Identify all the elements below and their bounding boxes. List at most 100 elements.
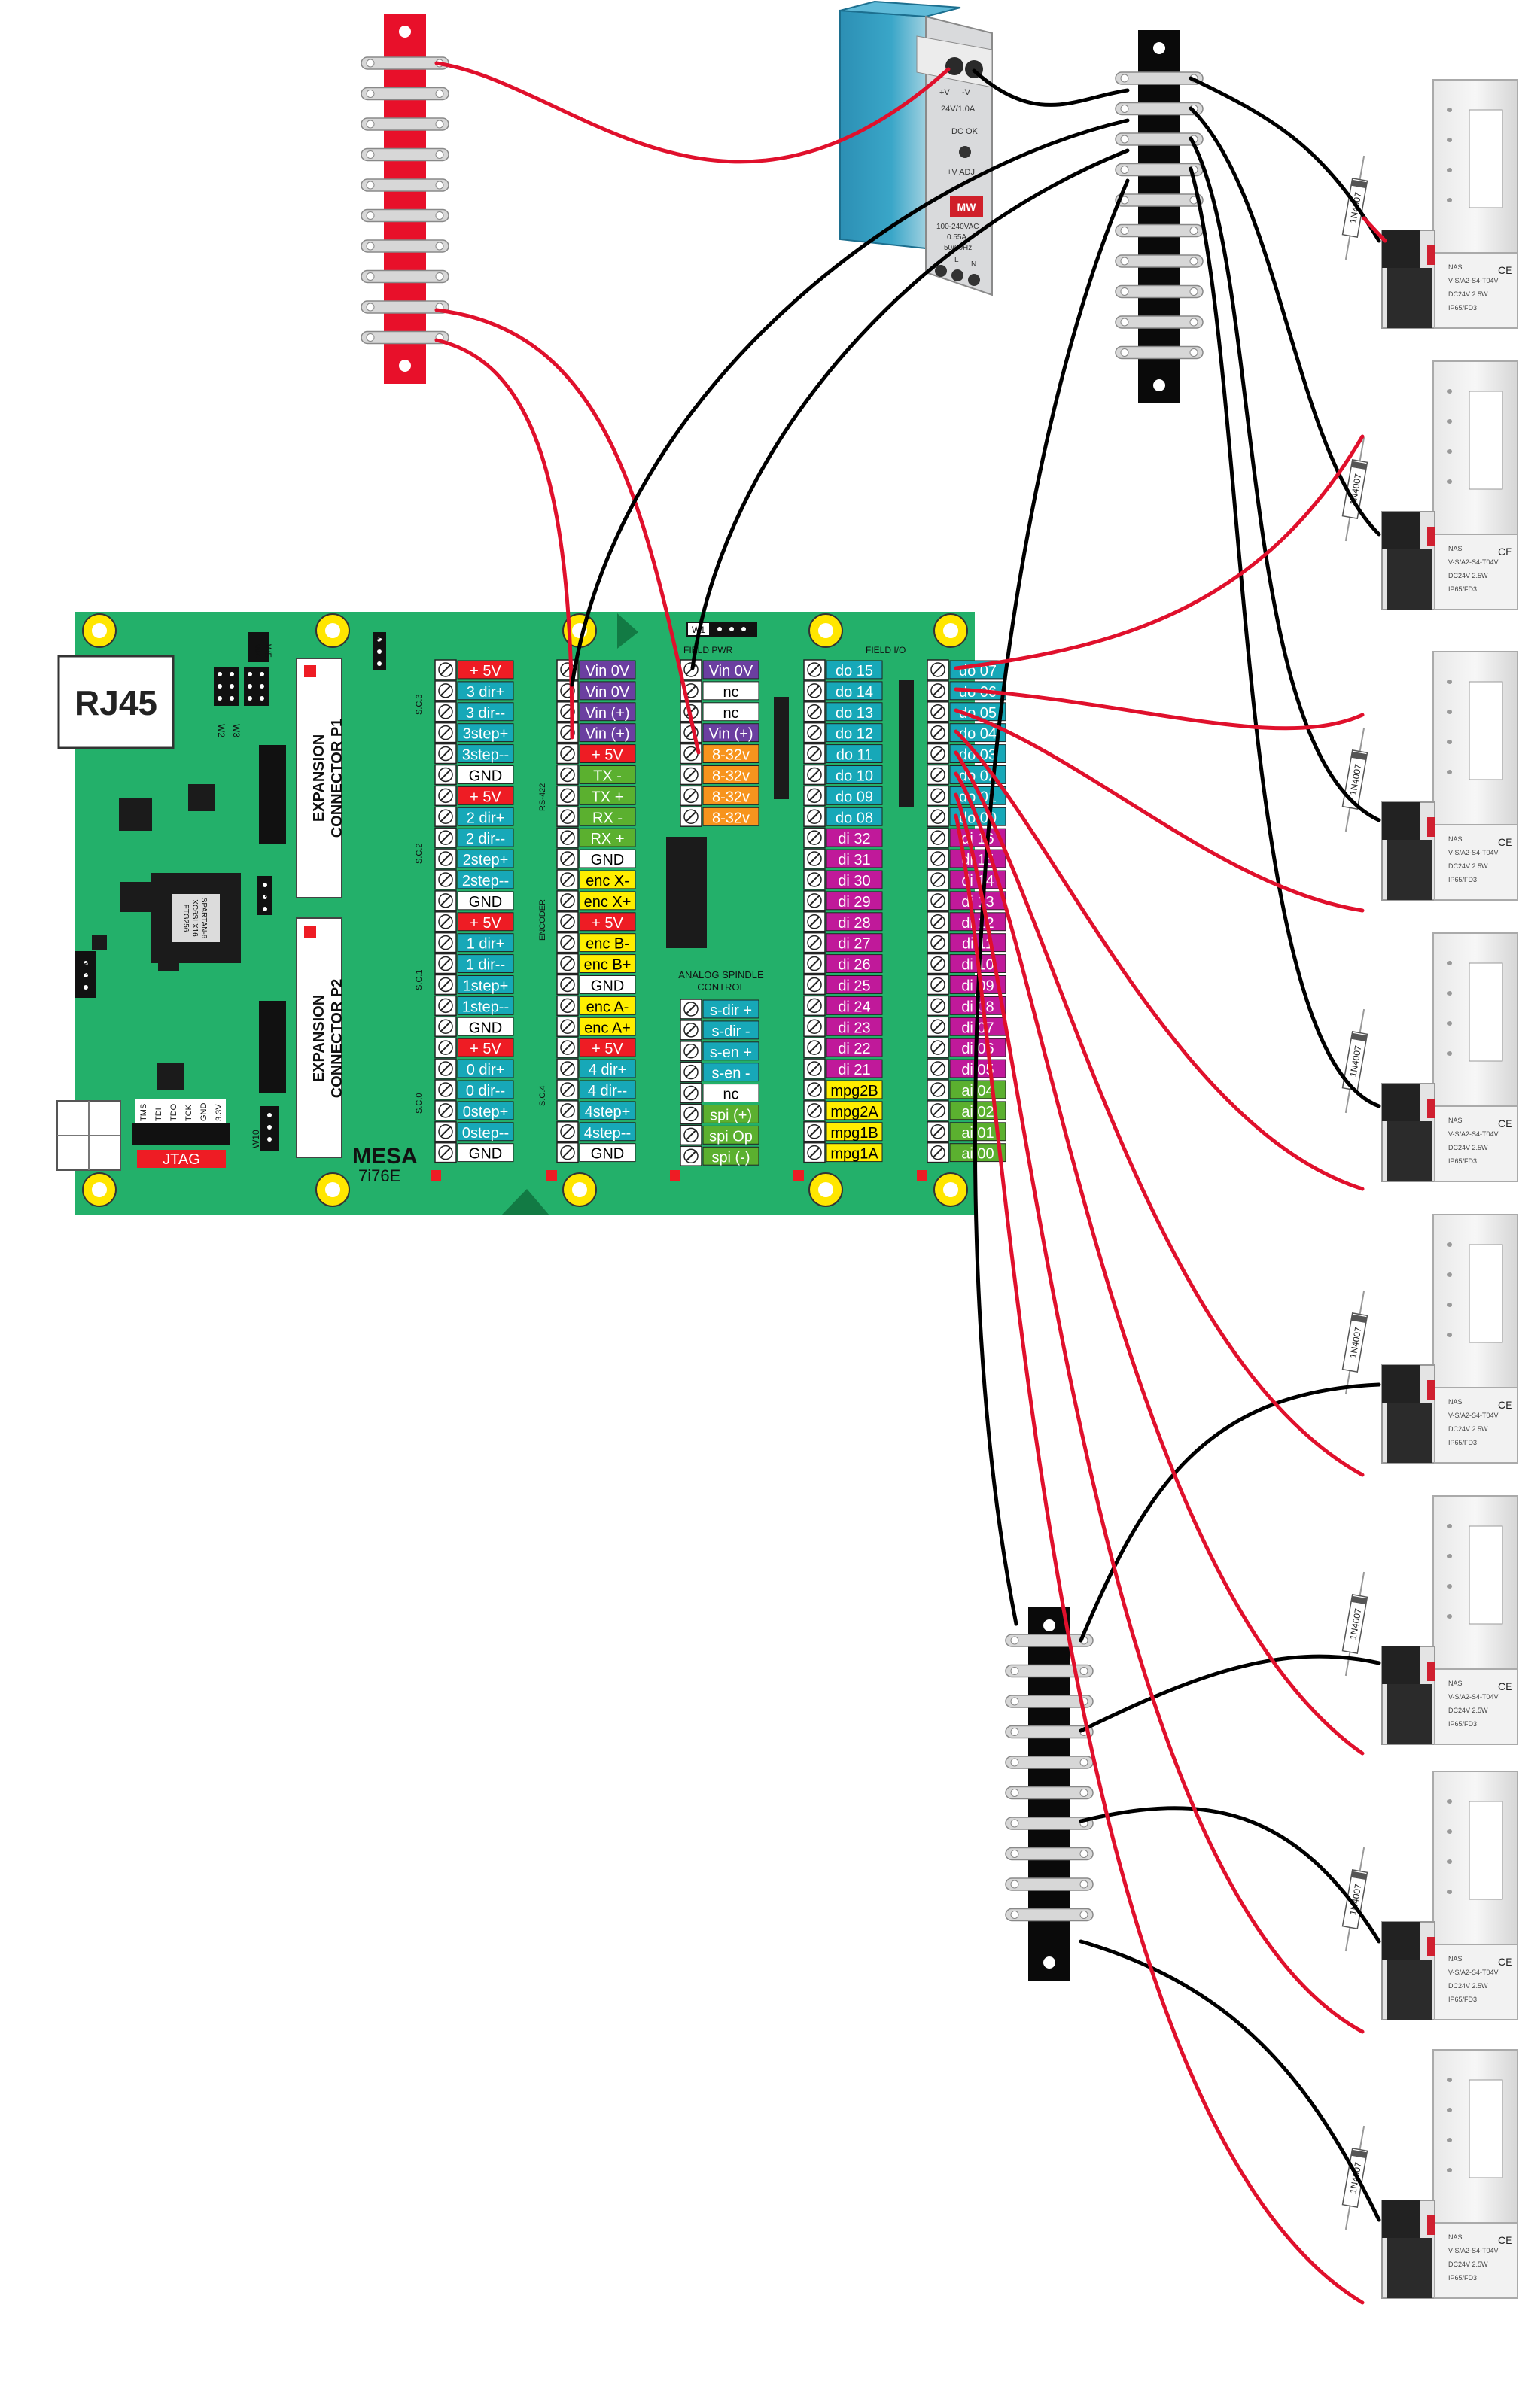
terminal-label: spi (+) <box>710 1107 752 1123</box>
terminal-label-bg <box>579 1101 636 1120</box>
terminal-label-bg <box>579 1059 636 1078</box>
valve-label: NAS <box>1448 1680 1463 1687</box>
terminal-label: 4 dir-- <box>588 1083 627 1099</box>
terminal-label-bg <box>579 912 636 932</box>
terminal: s-dir + <box>680 999 760 1020</box>
terminal-label-bg <box>579 702 636 722</box>
terminal: do 08 <box>803 806 883 827</box>
terminal: 3step-- <box>434 743 514 765</box>
terminal: di 06 <box>927 1037 1006 1058</box>
valve-label: V-S/A2-S4-T04V <box>1448 558 1499 566</box>
psu-spec-2: 100-240VAC <box>936 223 979 231</box>
terminal: 3 dir+ <box>434 680 514 701</box>
terminal-label-bg <box>579 1038 636 1057</box>
terminal: 1 dir+ <box>434 932 514 953</box>
valve-label: IP65/FD3 <box>1448 585 1477 593</box>
terminal: enc A+ <box>556 1016 636 1037</box>
mesa-7i76e-board: RJ45 SPARTAN-6 XC6SLX16 FTG256 <box>56 612 1006 1215</box>
svg-text:TMS: TMS <box>139 1104 148 1121</box>
mesa-brand: MESA <box>352 1144 418 1169</box>
terminal-label-bg <box>457 870 514 889</box>
terminal-label: di 11 <box>962 936 994 953</box>
terminal: + 5V <box>556 743 636 765</box>
section-label: S.C.2 <box>415 843 424 864</box>
terminal-label: do 14 <box>836 684 873 701</box>
terminal: + 5V <box>434 659 514 680</box>
ce-mark: CE <box>1498 264 1512 276</box>
jumper-label: W3 <box>231 724 242 737</box>
terminal-label-bg <box>826 933 883 953</box>
terminal-label-bg <box>702 1105 760 1123</box>
terminal-label: di 13 <box>961 894 994 911</box>
terminal-label-bg <box>457 891 514 911</box>
psu-terminal-n: N <box>971 260 976 269</box>
terminal-label-bg <box>579 723 636 743</box>
terminal: s-en - <box>680 1061 760 1083</box>
chip <box>119 798 152 831</box>
wire-black <box>1079 1806 1381 1944</box>
ic-relay <box>899 680 914 807</box>
valve-label: NAS <box>1448 545 1463 552</box>
svg-text:TCK: TCK <box>184 1104 193 1121</box>
terminal-label: 3 dir-- <box>466 705 505 722</box>
black-terminal-strip-bottom <box>1005 1607 1094 1981</box>
terminal-label: Vin (+) <box>585 726 629 743</box>
terminal-label: 1 dir-- <box>466 957 505 974</box>
terminal: 1step+ <box>434 974 514 996</box>
valve-label: IP65/FD3 <box>1448 1157 1477 1165</box>
terminal: ai 00 <box>927 1142 1006 1163</box>
wire-black <box>1079 1939 1381 2222</box>
wire-black <box>1079 1654 1381 1733</box>
terminal-label-bg <box>579 933 636 953</box>
strip-terminal <box>361 147 449 162</box>
terminal-label-bg <box>457 1143 514 1163</box>
ce-mark: CE <box>1498 1117 1512 1130</box>
ce-mark: CE <box>1498 1399 1512 1411</box>
strip-terminal <box>1115 71 1204 85</box>
terminal: do 05 <box>927 701 1006 722</box>
terminal-label: do 04 <box>959 726 997 743</box>
terminal-label: 8-32v <box>712 747 750 764</box>
terminal: 3step+ <box>434 722 514 743</box>
terminal: spi (-) <box>680 1145 760 1166</box>
terminal-label: enc B- <box>586 936 629 953</box>
terminal: 4step-- <box>556 1121 636 1142</box>
psu-terminal-minus: -V <box>962 88 971 97</box>
terminal-label: do 08 <box>836 810 873 826</box>
terminal: mpg1A <box>803 1142 883 1163</box>
strip-terminal <box>361 239 449 253</box>
terminal-label: do 12 <box>836 726 873 743</box>
jumper-label: W7 <box>263 894 273 908</box>
wire-red <box>434 61 951 164</box>
ce-mark: CE <box>1498 546 1512 558</box>
strip-terminal <box>1115 102 1204 116</box>
terminal-label: GND <box>469 894 502 911</box>
terminal-label-bg <box>457 933 514 953</box>
rj45-connector <box>57 655 175 749</box>
wire-red <box>954 434 1365 670</box>
jumper-labels: W4 W5 W2 W3 W6 W7 W9 W10 <box>82 637 385 1148</box>
terminal-label-bg <box>949 828 1006 847</box>
wires <box>434 61 1387 2305</box>
terminal-label-bg <box>457 828 514 847</box>
terminal-label-bg <box>826 765 883 784</box>
terminal-label: nc <box>723 684 738 701</box>
valve-label: V-S/A2-S4-T04V <box>1448 1693 1499 1701</box>
terminal-label-bg <box>826 891 883 911</box>
terminal-label: di 25 <box>838 977 870 994</box>
terminal-label-bg <box>826 849 883 868</box>
jtag-header <box>132 1123 230 1145</box>
exp-p2-line1: EXPANSION <box>311 995 327 1082</box>
terminal: 1 dir-- <box>434 953 514 974</box>
terminal-label: + 5V <box>592 1041 623 1057</box>
terminal-label-bg <box>702 1020 760 1040</box>
terminal: 0 dir+ <box>434 1058 514 1079</box>
terminal-label: di 28 <box>838 915 870 932</box>
valve-label: V-S/A2-S4-T04V <box>1448 1130 1499 1138</box>
diode: 1N4007 <box>1341 1571 1368 1677</box>
terminal: di 24 <box>803 995 883 1017</box>
terminal-label-bg <box>826 807 883 826</box>
